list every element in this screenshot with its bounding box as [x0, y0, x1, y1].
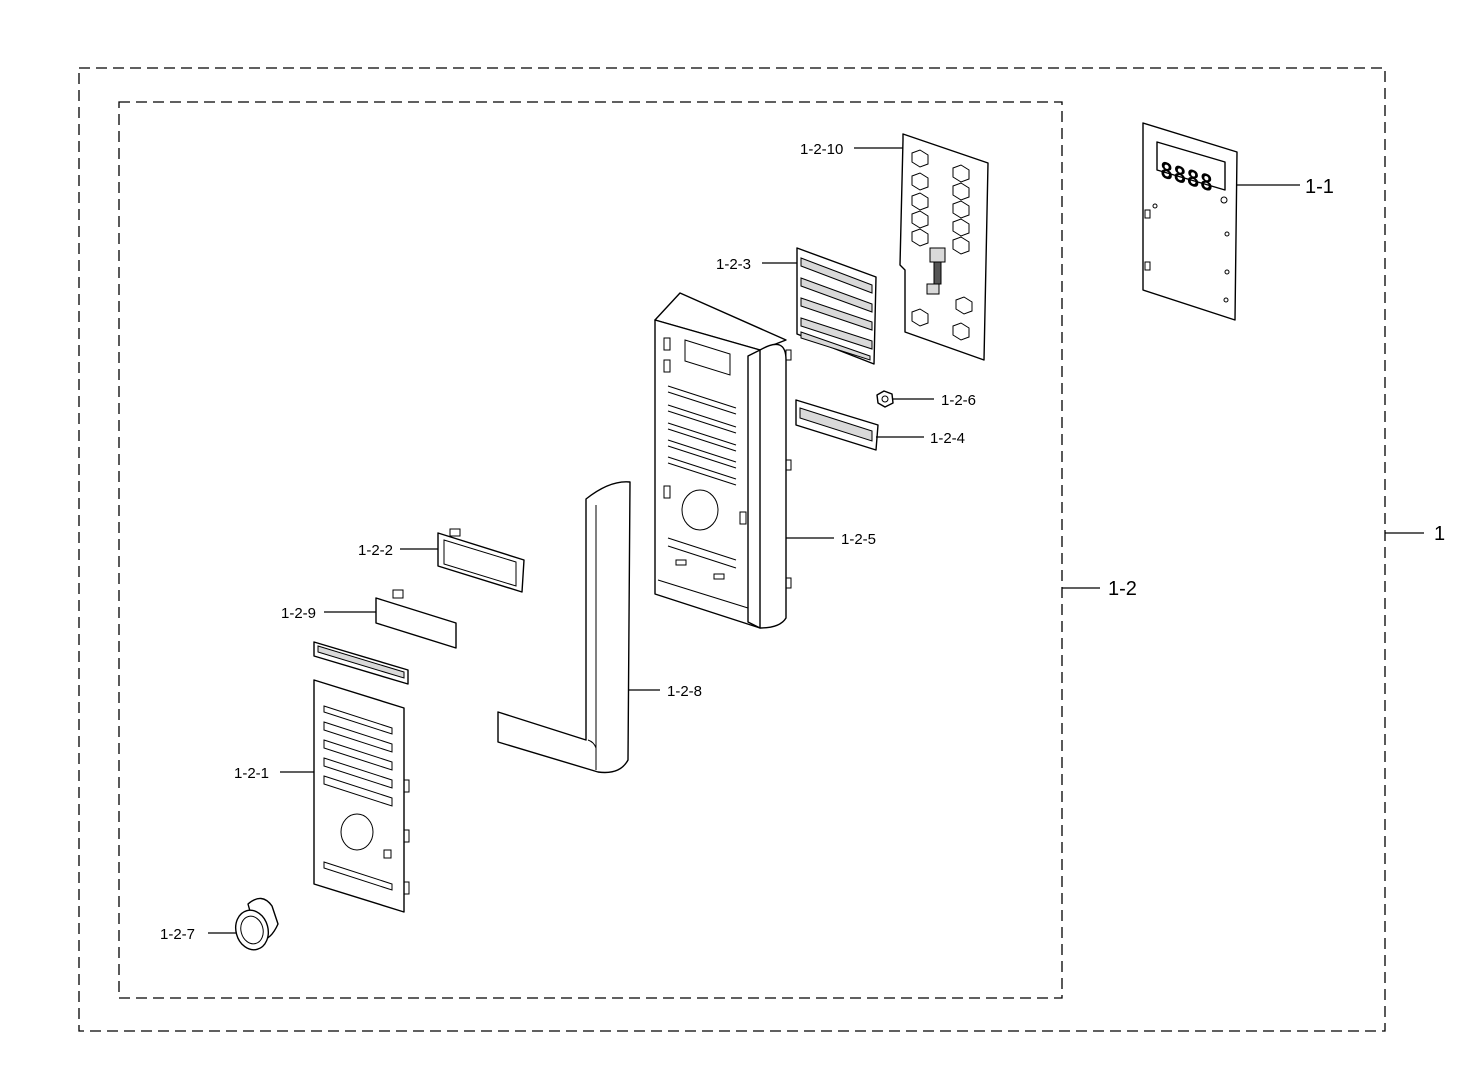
label-1-1: 1-1 [1305, 176, 1334, 198]
sub-assembly-boundary [118, 101, 1063, 999]
label-1-2-8: 1-2-8 [667, 683, 702, 700]
part-1-1-display-pcb: 8888 [1142, 122, 1300, 321]
label-1-2-4: 1-2-4 [930, 430, 965, 447]
part-1-2-10-main-pcb [854, 133, 989, 361]
label-assembly-1: 1 [1434, 523, 1445, 545]
part-1-2-6-encoder-nut [876, 390, 934, 408]
label-1-2-2: 1-2-2 [358, 542, 393, 559]
part-1-2-7-knob [208, 897, 279, 951]
label-1-2-9: 1-2-9 [281, 605, 316, 622]
part-1-2-3-button-frame [762, 247, 877, 365]
part-1-2-9-display-window [324, 589, 457, 649]
part-1-2-4-button-bar [795, 399, 924, 451]
label-1-2-7: 1-2-7 [160, 926, 195, 943]
label-1-2-3: 1-2-3 [716, 256, 751, 273]
label-1-2-1: 1-2-1 [234, 765, 269, 782]
part-1-2-1-front-panel [280, 641, 410, 913]
part-1-2-8-trim-strip [497, 481, 660, 774]
label-1-2-5: 1-2-5 [841, 531, 876, 548]
label-1-2-10: 1-2-10 [800, 141, 843, 158]
part-1-2-5-housing [654, 292, 834, 629]
label-1-2: 1-2 [1108, 578, 1137, 600]
part-1-2-2-window-holder [400, 528, 525, 593]
label-1-2-6: 1-2-6 [941, 392, 976, 409]
assembly-boundary [78, 67, 1386, 1032]
